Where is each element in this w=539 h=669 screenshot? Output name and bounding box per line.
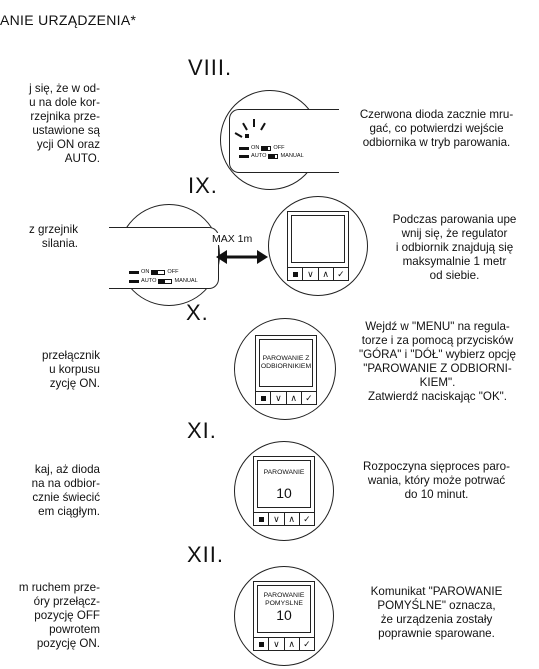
down-button-icon: ∨ (270, 392, 285, 404)
thermostat-device: PAROWANIE POMYSLNE 10 ∨ ∧ ✓ (253, 581, 315, 651)
thermostat-buttons: ∨ ∧ ✓ (288, 267, 348, 280)
display-value: 10 (276, 484, 292, 501)
thermostat-illustration-xii: PAROWANIE POMYSLNE 10 ∨ ∧ ✓ (234, 566, 334, 666)
thermostat-illustration-ix: ∨ ∧ ✓ (268, 196, 368, 296)
auto-manual-switch: AUTO MANUAL (129, 278, 198, 284)
menu-button-icon (254, 513, 268, 525)
step-number-xi: XI. (187, 418, 217, 443)
up-button-icon: ∧ (317, 268, 333, 280)
distance-label: MAX 1m (212, 233, 253, 245)
down-button-icon: ∨ (302, 268, 317, 280)
step-text-xi: Rozpoczyna sięproces paro- wania, który … (363, 460, 510, 501)
thermostat-device: PAROWANIE 10 ∨ ∧ ✓ (253, 456, 315, 526)
step-text-ix: Podczas parowania upe wnij się, że regul… (392, 213, 517, 282)
double-arrow-icon (216, 250, 268, 264)
left-step-text-4: kaj, aż dioda na na odbior- cznie świeci… (31, 463, 100, 518)
step-number-xii: XII. (187, 542, 225, 567)
menu-button-icon (254, 638, 268, 650)
thermostat-device: PAROWANIE Z ODBIORNIKIEM ∨ ∧ ✓ (255, 335, 317, 405)
auto-manual-switch: AUTO MANUAL (239, 153, 304, 159)
ok-button-icon: ✓ (298, 513, 314, 525)
step-text-viii: Czerwona dioda zacznie mru- gać, co potw… (359, 108, 514, 149)
thermostat-buttons: ∨ ∧ ✓ (254, 637, 314, 650)
left-step-text-5: m ruchem prze- óry przełącz- pozycję OFF… (18, 581, 100, 650)
step-number-viii: VIII. (188, 55, 233, 80)
step-number-x: X. (186, 300, 209, 325)
up-button-icon: ∧ (283, 513, 299, 525)
menu-button-icon (256, 392, 270, 404)
display-text: PAROWANIE Z ODBIORNIKIEM (260, 355, 312, 370)
display-value: 10 (276, 607, 292, 623)
thermostat-display: PAROWANIE Z ODBIORNIKIEM (259, 339, 313, 387)
down-button-icon: ∨ (268, 513, 283, 525)
ok-button-icon: ✓ (332, 268, 348, 280)
receiver-illustration: ON OFF AUTO MANUAL (109, 204, 220, 306)
menu-button-icon (288, 268, 302, 280)
thermostat-display: PAROWANIE 10 (257, 460, 311, 508)
up-button-icon: ∧ (283, 638, 299, 650)
page-title: ANIE URZĄDZENIA* (0, 12, 137, 28)
left-step-text-2: z grzejnik silania. (29, 223, 78, 250)
thermostat-illustration-x: PAROWANIE Z ODBIORNIKIEM ∨ ∧ ✓ (234, 318, 336, 420)
on-off-switch: ON OFF (129, 269, 179, 275)
receiver-led-illustration: ON OFF AUTO MANUAL (220, 90, 339, 190)
up-button-icon: ∧ (285, 392, 301, 404)
receiver-device (229, 109, 339, 173)
left-step-text-3: przełącznik u korpusu zycję ON. (42, 349, 100, 390)
display-text: PAROWANIE (263, 469, 305, 476)
step-number-ix: IX. (188, 173, 218, 198)
thermostat-display: PAROWANIE POMYSLNE 10 (257, 585, 311, 633)
left-step-text-1: j się, że w od- u na dole kor- rzejnika … (29, 82, 100, 165)
step-text-xii: Komunikat "PAROWANIE POMYŚLNE" oznacza, … (370, 585, 503, 640)
display-text: PAROWANIE POMYSLNE (263, 592, 305, 607)
thermostat-buttons: ∨ ∧ ✓ (256, 391, 316, 404)
thermostat-illustration-xi: PAROWANIE 10 ∨ ∧ ✓ (234, 441, 334, 541)
on-off-switch: ON OFF (239, 145, 285, 151)
thermostat-device: ∨ ∧ ✓ (287, 211, 349, 281)
thermostat-buttons: ∨ ∧ ✓ (254, 512, 314, 525)
step-text-x: Wejdź w "MENU" na regula- torze i za pom… (359, 320, 516, 403)
ok-button-icon: ✓ (300, 392, 316, 404)
down-button-icon: ∨ (268, 638, 283, 650)
thermostat-display (291, 215, 345, 263)
ok-button-icon: ✓ (298, 638, 314, 650)
